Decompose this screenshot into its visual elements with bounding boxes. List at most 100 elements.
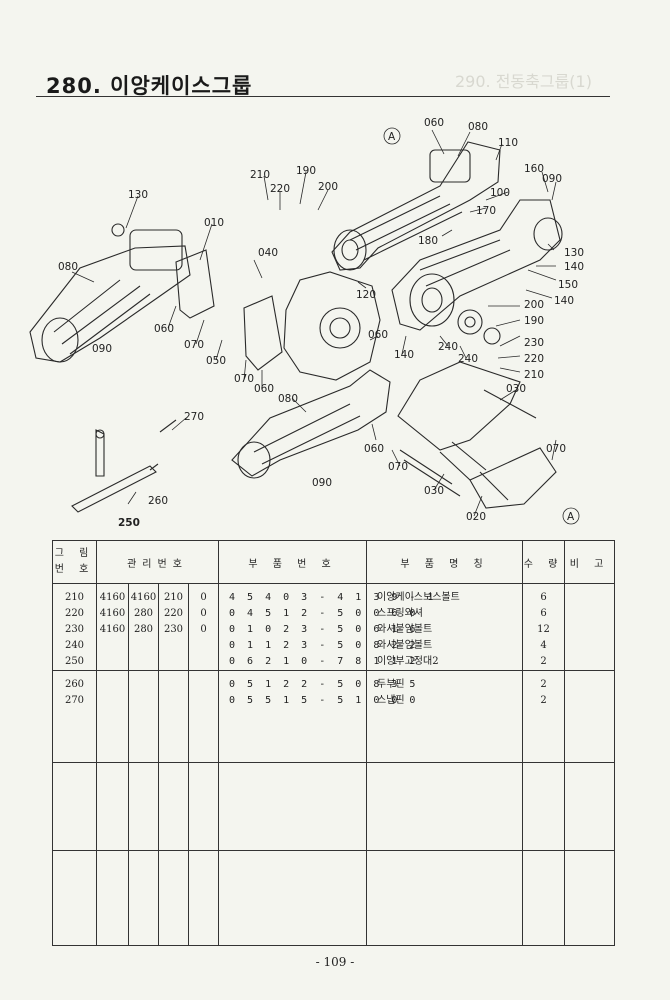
page-number: - 109 -	[315, 955, 355, 969]
table-row-empty	[52, 762, 615, 851]
callout-240-a: 240	[438, 341, 458, 353]
callout-140-c: 140	[394, 349, 414, 361]
callout-180: 180	[418, 235, 438, 247]
lower-case-housing	[231, 369, 391, 477]
callout-130-left: 130	[128, 189, 148, 201]
callout-200-right: 200	[524, 299, 544, 311]
callout-120: 120	[356, 289, 376, 301]
callout-040: 040	[258, 247, 278, 259]
part-name-cell: 와셔붙임볼트	[377, 624, 433, 635]
mgmt-cell: 220	[163, 608, 184, 619]
table-header-row: 그 림 번 호 관리번호 부 품 번 호 부 품 명 칭 수 량 비 고	[52, 540, 615, 584]
callout-170: 170	[476, 205, 496, 217]
bar-250	[71, 465, 157, 513]
callout-030-a: 030	[506, 383, 526, 395]
callout-080-lower: 080	[278, 393, 298, 405]
callout-140-a: 140	[564, 261, 584, 273]
qty-cell: 6	[540, 592, 547, 603]
header-remarks: 비 고	[564, 540, 615, 584]
callout-070-b: 070	[234, 373, 254, 385]
callout-150: 150	[558, 279, 578, 291]
mgmt-cell: 4160	[99, 624, 126, 635]
part-no-cell: 0 1 0 2 3 - 5 0 6 1 6	[229, 624, 419, 635]
header-part-name: 부 품 명 칭	[366, 540, 523, 584]
table-row: 210 220 230 240 250 4160 4160 4160 4160 …	[52, 583, 615, 671]
header-part-no: 부 품 번 호	[218, 540, 367, 584]
part-name-cell: 와셔붙임볼트	[377, 640, 433, 651]
part-name-cell: 스냅핀	[377, 695, 405, 706]
callout-060: 060	[424, 117, 444, 129]
callout-200-left: 200	[318, 181, 338, 193]
callout-070-d: 070	[546, 443, 566, 455]
mgmt-cell: 230	[163, 624, 184, 635]
callout-270: 270	[184, 411, 204, 423]
group-no-cell: 270	[64, 695, 85, 706]
group-no-cell: 210	[64, 592, 85, 603]
left-case-housing	[29, 245, 191, 363]
callout-210-right: 210	[524, 369, 544, 381]
callout-220-left: 220	[270, 183, 290, 195]
callout-080: 080	[468, 121, 488, 133]
callout-130-right: 130	[564, 247, 584, 259]
group-no-cell: 240	[64, 640, 85, 651]
mgmt-cell: 0	[200, 592, 207, 603]
part-no-cell: 4 5 4 0 3 - 4 1 3 9 - 1	[229, 592, 437, 603]
right-case-housing	[391, 199, 561, 331]
qty-cell: 2	[540, 679, 547, 690]
group-no-cell: 230	[64, 624, 85, 635]
mgmt-cell: 280	[133, 608, 154, 619]
qty-cell: 2	[540, 695, 547, 706]
table-row: 260 270 0 5 1 2 2 - 5 0 8 3 5 0 5 5 1 5 …	[52, 670, 615, 763]
mgmt-cell: 0	[200, 608, 207, 619]
callout-160: 160	[524, 163, 544, 175]
ref-marker-a-top: A	[388, 131, 396, 143]
callout-220-right: 220	[524, 353, 544, 365]
qty-cell: 6	[540, 608, 547, 619]
mgmt-cell: 4160	[130, 592, 157, 603]
callout-090-lower: 090	[312, 477, 332, 489]
part-no-cell: 0 5 5 1 5 - 5 1 0 0 0	[229, 695, 419, 706]
group-no-cell: 250	[64, 656, 85, 667]
callout-020: 020	[466, 511, 486, 523]
callout-050: 050	[206, 355, 226, 367]
part-name-cell: 스프링와셔	[377, 608, 423, 619]
mgmt-cell: 280	[133, 624, 154, 635]
group-no-cell: 220	[64, 608, 85, 619]
remarks-cell	[564, 583, 615, 671]
header-group-no: 그 림 번 호	[52, 540, 97, 584]
parts-table: 그 림 번 호 관리번호 부 품 번 호 부 품 명 칭 수 량 비 고 210…	[52, 540, 615, 946]
callout-110: 110	[498, 137, 518, 149]
callout-070-c: 070	[388, 461, 408, 473]
center-gearbox	[283, 271, 381, 381]
part-no-cell: 0 6 2 1 0 - 7 8 1 1 2	[229, 656, 419, 667]
callout-240-b: 240	[458, 353, 478, 365]
mgmt-cell: 0	[200, 624, 207, 635]
callout-060-c: 060	[368, 329, 388, 341]
callout-250: 250	[118, 517, 140, 529]
callout-260: 260	[148, 495, 168, 507]
qty-cell: 12	[537, 624, 550, 635]
callout-210-left: 210	[250, 169, 270, 181]
exploded-parts-diagram: 060 080 110 160 090 100 170 180 130 140 …	[29, 117, 584, 529]
upper-case-housing	[331, 141, 501, 271]
callout-030-b: 030	[424, 485, 444, 497]
bleed-through-text: 290. 전동축그룹(1)	[455, 72, 592, 91]
callout-010: 010	[204, 217, 224, 229]
support-bracket	[469, 447, 557, 509]
part-no-cell: 0 4 5 1 2 - 5 0 0 6 0	[229, 608, 419, 619]
part-name-cell: 두부핀	[377, 679, 405, 690]
header-management-no: 관리번호	[96, 540, 219, 584]
mgmt-cell: 4160	[99, 592, 126, 603]
callout-080-left: 080	[58, 261, 78, 273]
callout-060-d: 060	[364, 443, 384, 455]
callout-100: 100	[490, 187, 510, 199]
qty-cell: 2	[540, 656, 547, 667]
mgmt-cell: 4160	[99, 608, 126, 619]
group-no-cell: 260	[64, 679, 85, 690]
table-row-empty	[52, 850, 615, 946]
callout-090: 090	[542, 173, 562, 185]
part-name-cell: 이앙케이스보스볼트	[377, 592, 460, 603]
mgmt-cell: 210	[163, 592, 184, 603]
support-rod	[95, 429, 105, 477]
ref-marker-a-bottom: A	[567, 511, 575, 523]
